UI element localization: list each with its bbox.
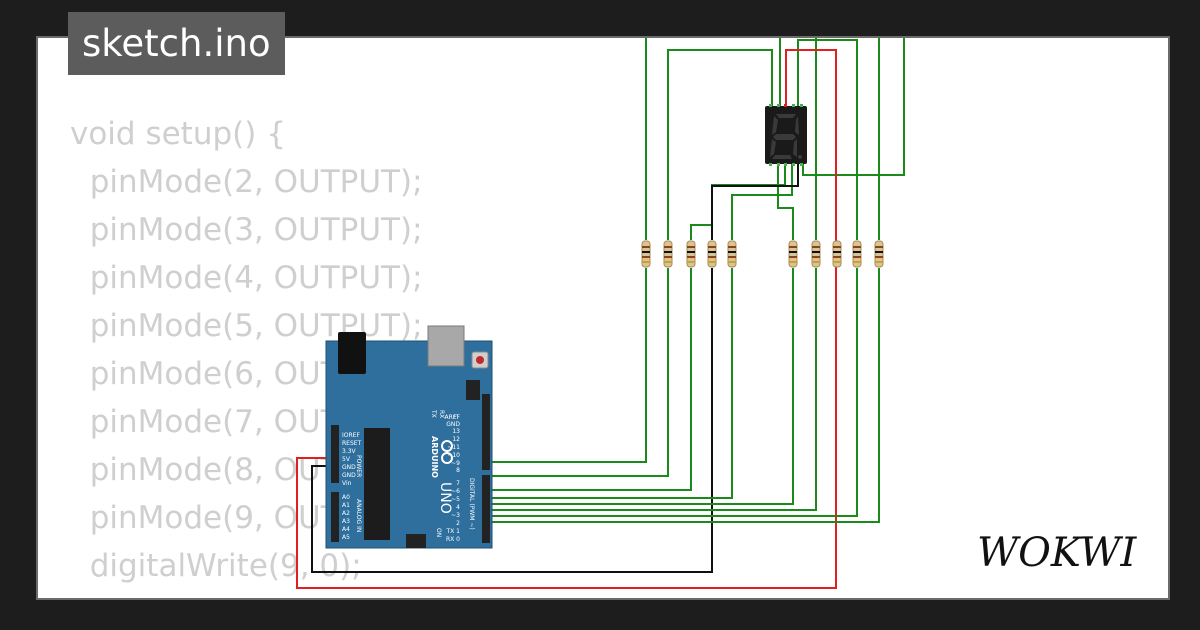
seven-segment-display[interactable] xyxy=(765,104,807,166)
wire-r6-bottom xyxy=(484,268,794,505)
header-power xyxy=(331,425,339,483)
digital-pin-label: TX 1 xyxy=(446,528,461,535)
power-pin-label: GND xyxy=(342,472,356,479)
power-pin-label: RESET xyxy=(342,440,362,447)
power-jack xyxy=(338,332,366,374)
icsp-header-top xyxy=(466,380,480,400)
header-analog xyxy=(331,492,339,542)
simulation-canvas: void setup() { pinMode(2, OUTPUT); pinMo… xyxy=(36,36,1170,600)
wire-r10-bottom xyxy=(484,268,880,523)
power-pin-label: 5V xyxy=(342,456,351,463)
power-pin-label: Vin xyxy=(342,480,352,487)
digital-pin-label: 7 xyxy=(456,480,460,487)
board-model: UNO xyxy=(437,482,453,514)
analog-pin-label: A2 xyxy=(342,510,350,517)
power-pin-label: GND xyxy=(342,464,356,471)
icsp-header xyxy=(406,534,426,548)
analog-pin-label: A0 xyxy=(342,494,350,501)
resistor[interactable] xyxy=(832,240,842,268)
power-pin-label: IOREF xyxy=(342,432,360,439)
wire-r7-bottom xyxy=(484,268,817,511)
wire-r9-bottom xyxy=(484,268,858,517)
header-digital-high xyxy=(482,394,490,470)
analog-pin-label: A1 xyxy=(342,502,350,509)
resistor[interactable] xyxy=(811,240,821,268)
arduino-uno-board[interactable]: IOREF RESET 3.3V 5V GND GND Vin A0 A1 A2… xyxy=(325,325,493,549)
digital-pin-label: ~3 xyxy=(451,512,460,519)
header-digital-low xyxy=(482,475,490,543)
resistor-array xyxy=(641,240,884,268)
wire-r2-bottom xyxy=(484,268,669,477)
resistor[interactable] xyxy=(663,240,673,268)
digital-pin-label: ~5 xyxy=(451,496,460,503)
digital-pin-label: 13 xyxy=(452,428,460,435)
digital-pin-label: GND xyxy=(446,421,460,428)
digital-pin-label: ~9 xyxy=(451,460,460,467)
rx-led-label: RX xyxy=(438,410,445,418)
wire-r9-top xyxy=(797,39,858,240)
wire-ground xyxy=(311,268,713,573)
digital-section-label: DIGITAL (PWM ~) xyxy=(468,478,475,530)
resistor[interactable] xyxy=(727,240,737,268)
power-section-label: POWER xyxy=(355,455,362,477)
resistor[interactable] xyxy=(641,240,651,268)
analog-section-label: ANALOG IN xyxy=(355,499,362,532)
l-led-label: L xyxy=(452,414,459,418)
wire-r2-top xyxy=(667,49,773,240)
resistor[interactable] xyxy=(686,240,696,268)
wire-r3-bottom xyxy=(484,268,692,491)
wire-dp xyxy=(711,162,799,240)
tx-led-label: TX xyxy=(430,409,437,418)
wire-r5-top xyxy=(731,162,793,240)
digital-pin-label: 8 xyxy=(456,467,460,474)
analog-pin-label: A3 xyxy=(342,518,350,525)
digital-pin-label: 4 xyxy=(456,504,460,511)
digital-pin-label: AREF xyxy=(444,414,460,421)
resistor[interactable] xyxy=(874,240,884,268)
analog-pin-label: A4 xyxy=(342,526,350,533)
digital-pin-label: ~10 xyxy=(447,452,460,459)
wire-common-anode xyxy=(296,49,837,589)
digital-pin-label: 2 xyxy=(456,520,460,527)
arduino-brand: ARDUINO xyxy=(430,436,439,478)
microcontroller-chip xyxy=(364,428,390,540)
usb-port xyxy=(427,325,465,367)
power-pin-label: 3.3V xyxy=(342,448,357,455)
resistor[interactable] xyxy=(788,240,798,268)
digital-pin-label: ~11 xyxy=(447,444,460,451)
wire-r3-top xyxy=(690,162,786,240)
resistor[interactable] xyxy=(707,240,717,268)
wire-r5-bottom xyxy=(484,268,733,499)
wire-seg-a xyxy=(802,38,905,176)
resistor[interactable] xyxy=(852,240,862,268)
digital-pin-label: ~6 xyxy=(451,488,460,495)
wokwi-logo: WOKWI xyxy=(977,530,1137,576)
arduino-logo xyxy=(441,440,453,464)
analog-pin-label: A5 xyxy=(342,534,350,541)
digital-pin-label: RX 0 xyxy=(446,536,460,543)
on-led-label: ON xyxy=(435,528,442,537)
digital-pin-label: 12 xyxy=(452,436,460,443)
wire-group xyxy=(296,38,905,589)
wokwi-logo-text: WOKWI xyxy=(977,530,1137,576)
wire-r1-bottom xyxy=(484,268,647,463)
sketch-filename-tab[interactable]: sketch.ino xyxy=(68,12,285,75)
